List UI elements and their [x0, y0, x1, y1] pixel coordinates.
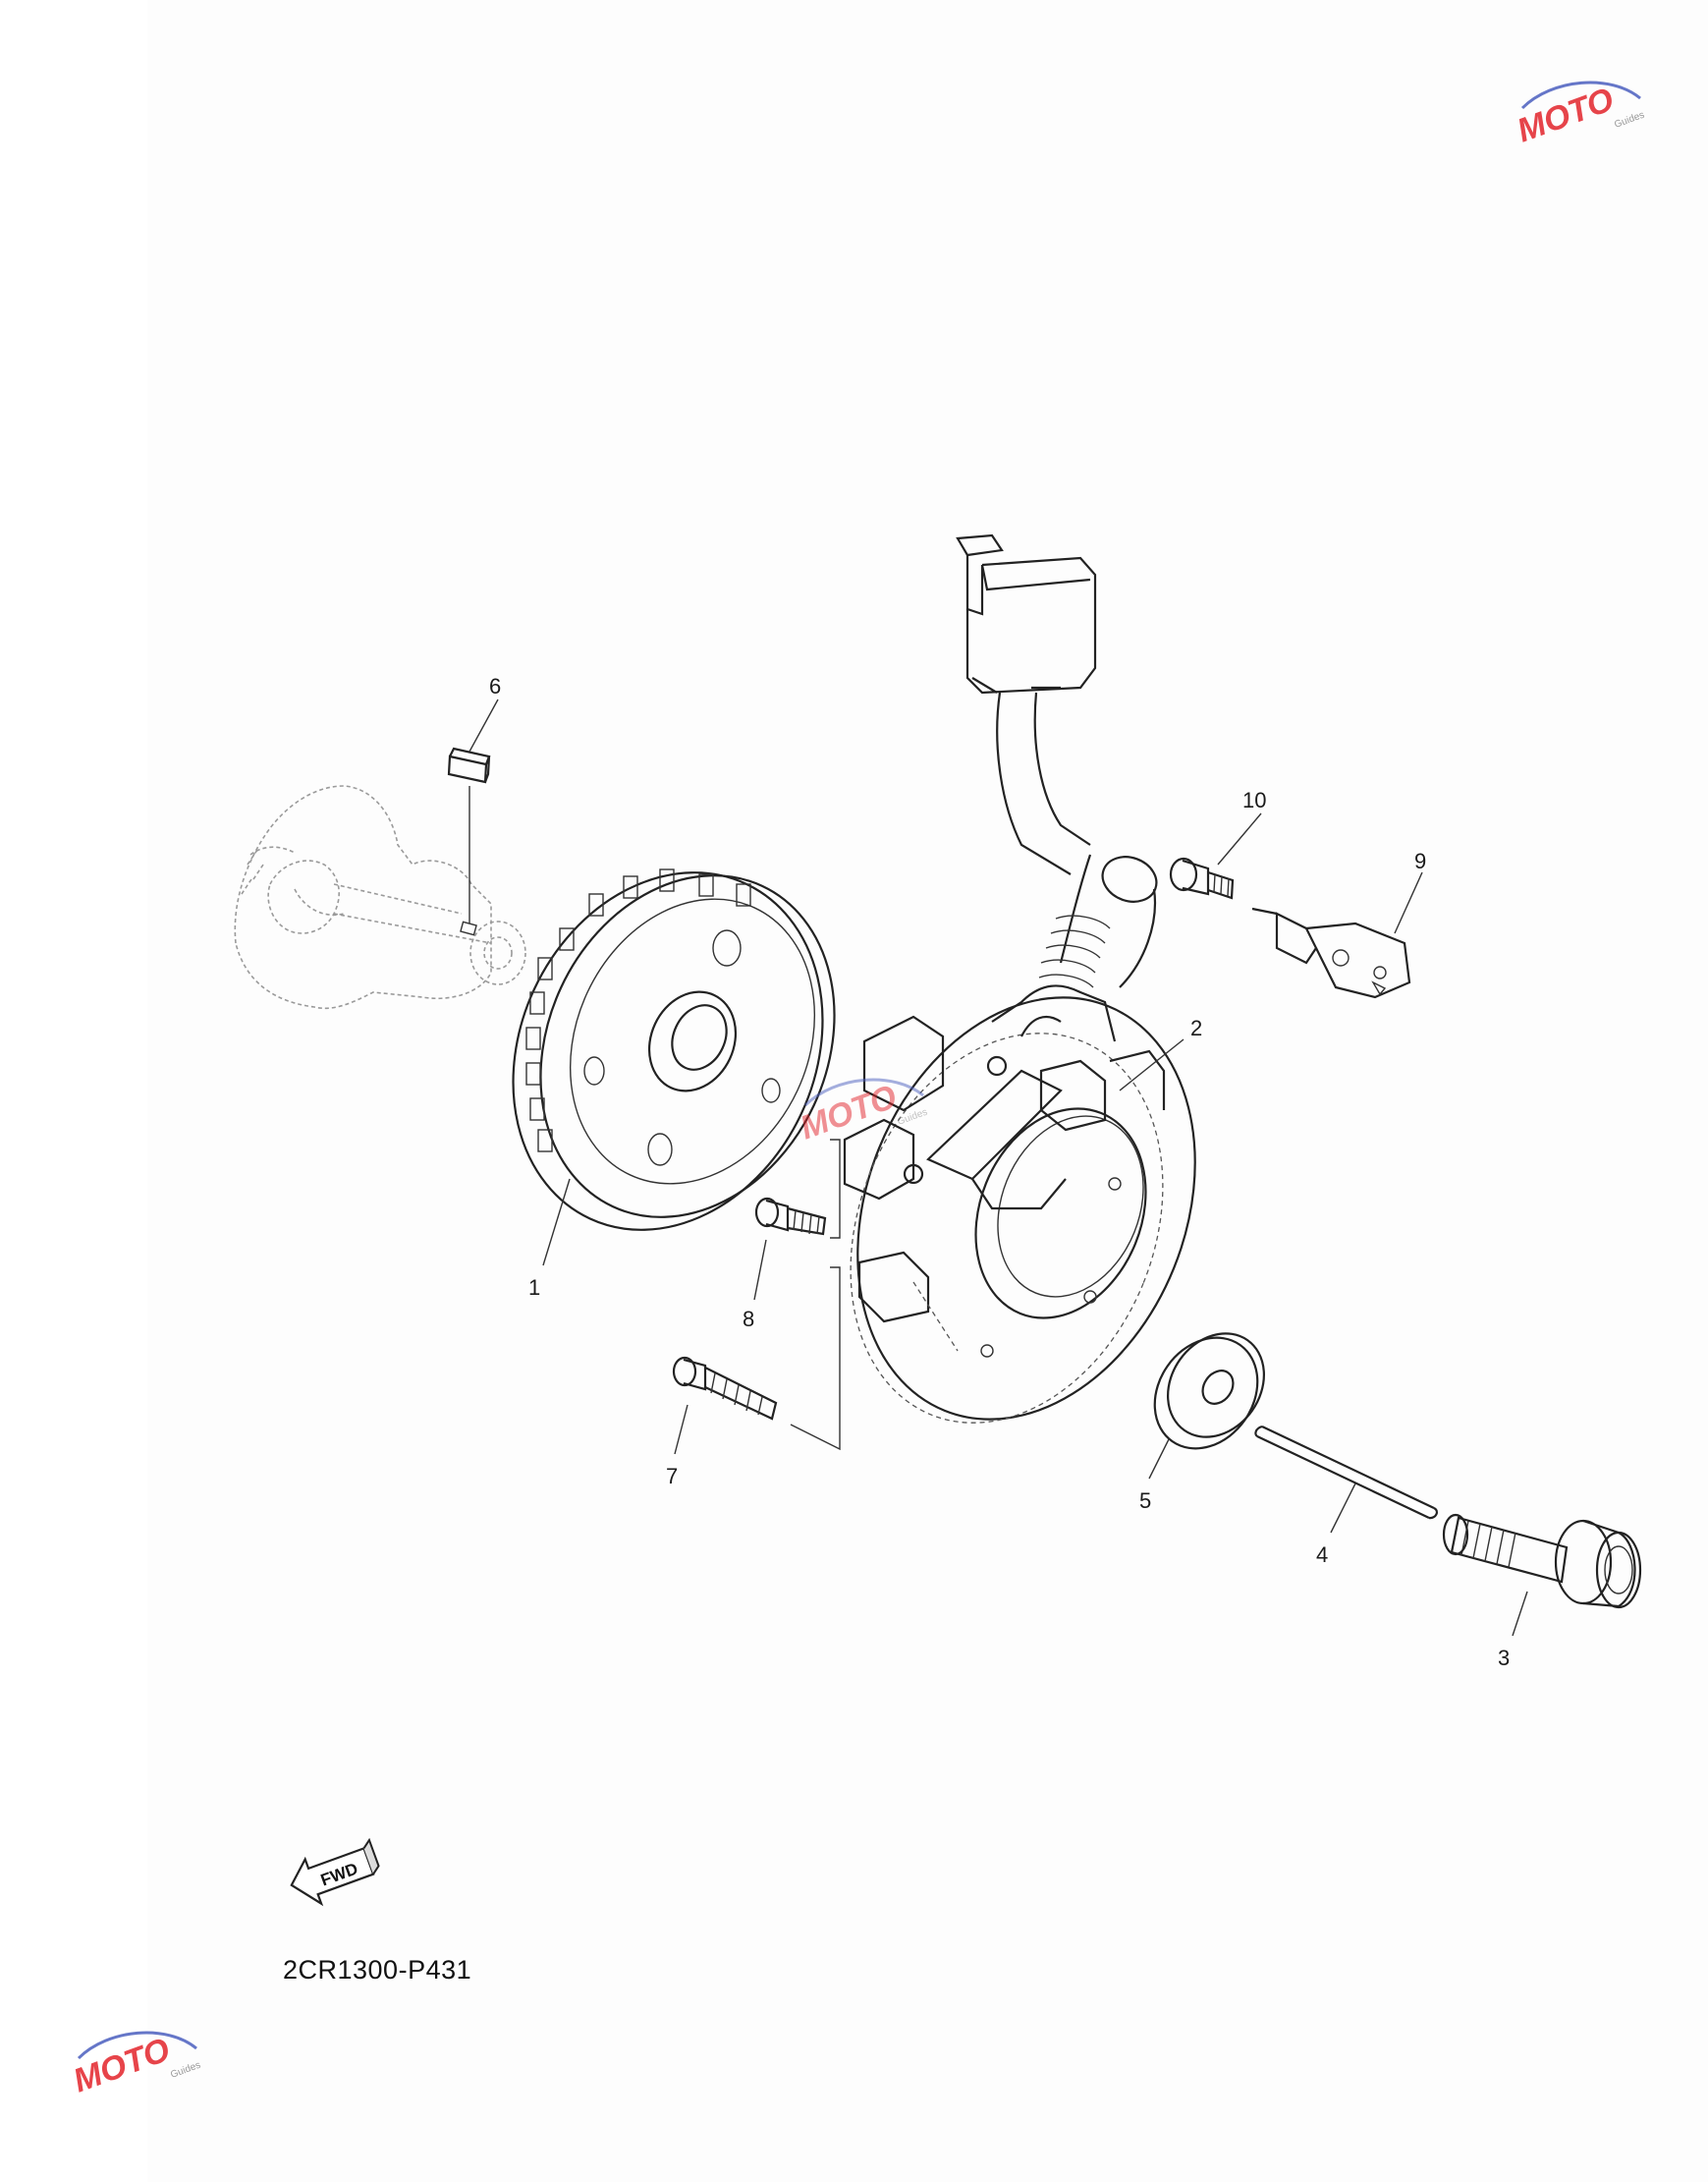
- diagram-sheet: [147, 0, 1708, 2182]
- callout-2: 2: [1190, 1016, 1202, 1040]
- document-code: 2CR1300-P431: [283, 1955, 472, 1985]
- leader-lines: [468, 699, 1528, 1637]
- callout-3: 3: [1498, 1646, 1510, 1670]
- washer: [1153, 1332, 1265, 1450]
- callout-7: 7: [666, 1464, 678, 1488]
- watermark-logo-top-right: MOTO Guides: [1513, 81, 1646, 149]
- rotor-bolt: [1442, 1513, 1642, 1609]
- clamp-bolt: [1169, 857, 1235, 900]
- callout-6: 6: [489, 674, 501, 699]
- stator-assembly: [843, 533, 1196, 1424]
- dowel-pin: [1254, 1425, 1438, 1520]
- callout-numbers: 6 1 2 3 4 5 7 8 9 10: [489, 674, 1510, 1670]
- crankshaft-phantom: [234, 785, 526, 1010]
- callout-10: 10: [1242, 788, 1266, 812]
- stator-screw-short: [754, 1197, 827, 1236]
- woodruff-key: [447, 747, 491, 923]
- flywheel-rotor: [512, 868, 836, 1231]
- callout-1: 1: [528, 1275, 540, 1300]
- callout-9: 9: [1414, 849, 1426, 873]
- svg-text:MOTO: MOTO: [69, 2031, 175, 2099]
- svg-text:Guides: Guides: [169, 2060, 202, 2081]
- svg-text:MOTO: MOTO: [1513, 81, 1619, 149]
- callout-4: 4: [1316, 1542, 1328, 1567]
- svg-text:Guides: Guides: [1613, 110, 1646, 131]
- lead-clamp: [1251, 907, 1411, 999]
- watermark-logo-bottom-left: MOTO Guides: [69, 2031, 202, 2099]
- stator-screw-long: [672, 1356, 778, 1421]
- callout-5: 5: [1139, 1488, 1151, 1513]
- callout-8: 8: [743, 1307, 754, 1331]
- fwd-direction-arrow: FWD: [290, 1837, 380, 1907]
- watermark-logo-center: MOTO Guides: [796, 1078, 929, 1147]
